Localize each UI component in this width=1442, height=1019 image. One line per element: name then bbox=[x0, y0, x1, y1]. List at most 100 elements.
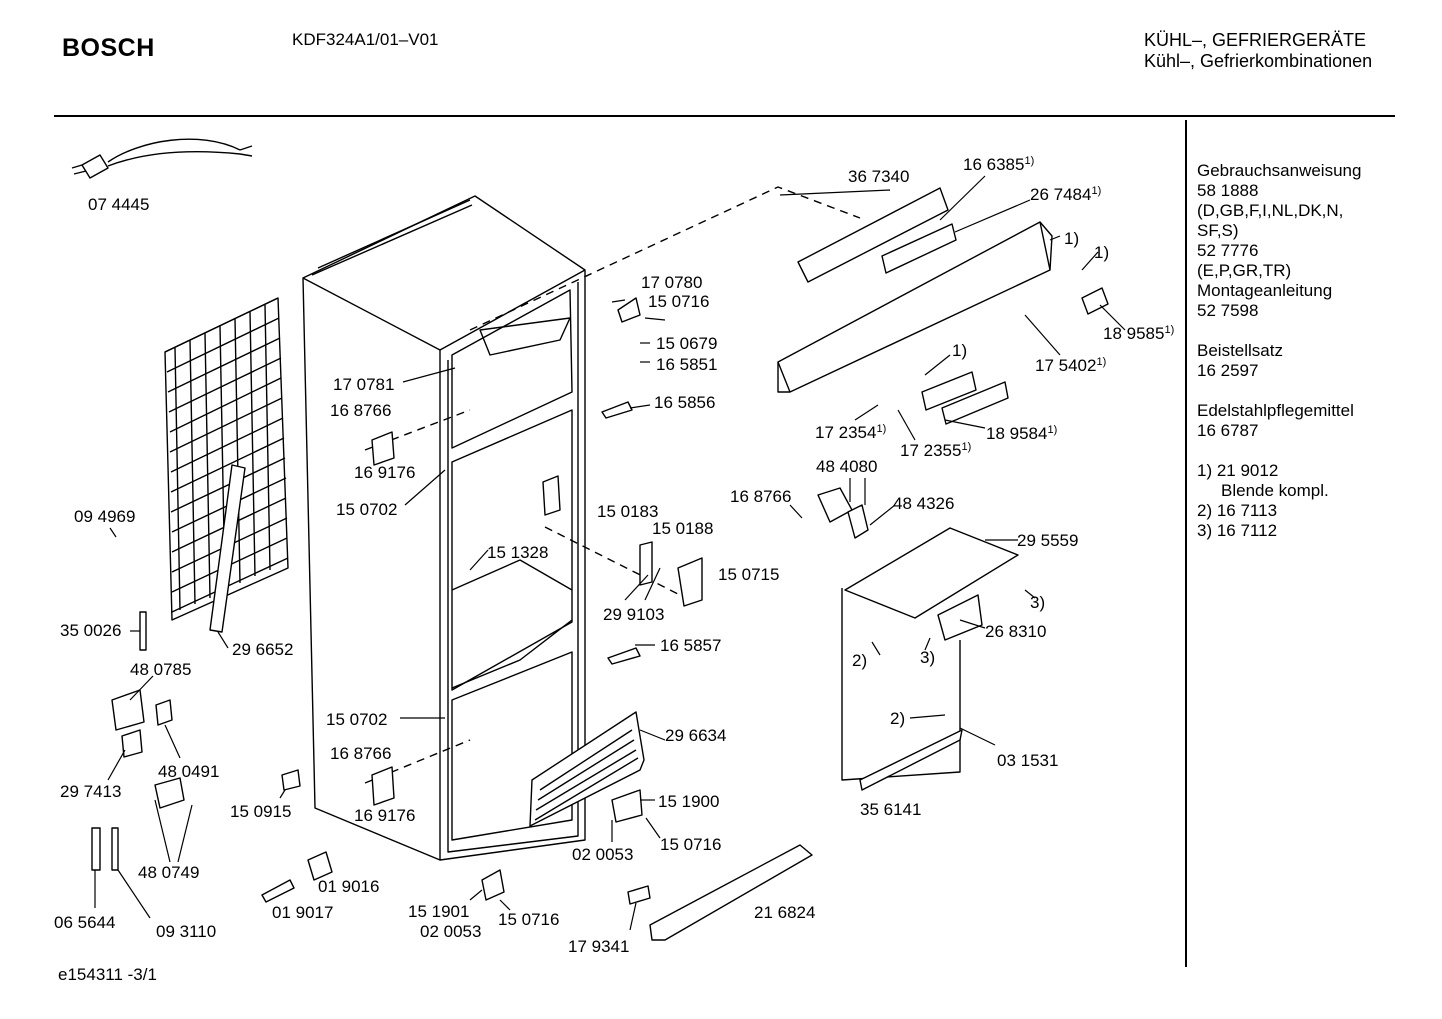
accessory-line: (E,P,GR,TR) bbox=[1197, 261, 1292, 280]
power-cord-drawing bbox=[71, 138, 253, 179]
part-number-label: 15 0716 bbox=[498, 910, 559, 929]
part-number-label: 15 0183 bbox=[597, 502, 658, 521]
filter-drawing bbox=[371, 431, 395, 466]
accessory-line: 16 2597 bbox=[1197, 361, 1259, 380]
model-number: KDF324A1/01–V01 bbox=[292, 30, 439, 49]
part-number-label: 17 54021) bbox=[1035, 356, 1106, 375]
footnote-marker: 1) bbox=[961, 441, 971, 453]
part-number-label: 36 7340 bbox=[848, 167, 909, 186]
part-number-label: 1) bbox=[1064, 229, 1079, 248]
hinge-bracket-lower-drawing bbox=[607, 647, 641, 665]
part-number-label: 48 0785 bbox=[130, 660, 191, 679]
accessory-line: SF,S) bbox=[1197, 221, 1239, 240]
part-number-label: 29 5559 bbox=[1017, 531, 1078, 550]
drawing-code: e154311 -3/1 bbox=[58, 965, 157, 984]
part-number-label: 09 4969 bbox=[74, 507, 135, 526]
condenser-coil-drawing bbox=[164, 297, 289, 621]
part-number-label: 17 9341 bbox=[568, 937, 629, 956]
fan-housing-drawing bbox=[841, 527, 1019, 791]
part-number-label: 26 8310 bbox=[985, 622, 1046, 641]
part-number-label: 2) bbox=[852, 651, 867, 670]
hinge-bracket-drawing bbox=[601, 401, 633, 419]
accessory-line: Beistellsatz bbox=[1197, 341, 1283, 360]
part-number-label: 18 95851) bbox=[1103, 324, 1174, 343]
part-number-label: 15 0716 bbox=[660, 835, 721, 854]
bracket-part-drawing bbox=[639, 541, 653, 586]
accessory-line: (D,GB,F,I,NL,DK,N, bbox=[1197, 201, 1344, 220]
part-number-label: 15 0702 bbox=[336, 500, 397, 519]
part-number-label: 18 95841) bbox=[986, 424, 1057, 443]
hinge-lower-drawing bbox=[481, 869, 505, 901]
part-number-label: 01 9016 bbox=[318, 877, 379, 896]
footnote-marker: 1) bbox=[1164, 324, 1174, 336]
accessory-line: 52 7598 bbox=[1197, 301, 1259, 320]
part-number-label: 29 6652 bbox=[232, 640, 293, 659]
part-number-label: 29 9103 bbox=[603, 605, 664, 624]
sensor-probe-drawing bbox=[139, 611, 147, 651]
display-board-drawing bbox=[881, 223, 957, 274]
part-number-label: 16 5851 bbox=[656, 355, 717, 374]
part-number-label: 07 4445 bbox=[88, 195, 149, 214]
hinge-part-drawing bbox=[617, 297, 641, 323]
accessory-line: 52 7776 bbox=[1197, 241, 1259, 260]
part-number-label: 3) bbox=[1030, 593, 1045, 612]
capacitor-drawing bbox=[154, 777, 185, 809]
door-clip-drawing bbox=[627, 885, 651, 905]
part-number-label: 15 0716 bbox=[648, 292, 709, 311]
part-number-label: 15 0188 bbox=[652, 519, 713, 538]
pin-drawing bbox=[261, 879, 295, 903]
part-number-label: 16 8766 bbox=[730, 487, 791, 506]
accessory-line: Edelstahlpflegemittel bbox=[1197, 401, 1354, 420]
part-number-label: 01 9017 bbox=[272, 903, 333, 922]
sensor-cable-drawing bbox=[91, 827, 119, 871]
switch-plate-drawing bbox=[921, 371, 977, 411]
part-number-label: 35 6141 bbox=[860, 800, 921, 819]
part-number-label: 02 0053 bbox=[420, 922, 481, 941]
hinge-mid-drawing bbox=[611, 789, 643, 823]
cover-strip-drawing bbox=[941, 381, 1009, 425]
part-number-label: 03 1531 bbox=[997, 751, 1058, 770]
part-number-label: 17 23541) bbox=[815, 423, 886, 442]
part-number-label: 16 5857 bbox=[660, 636, 721, 655]
part-number-label: 29 6634 bbox=[665, 726, 726, 745]
footnote-marker: 1) bbox=[1096, 356, 1106, 368]
part-number-label: 16 8766 bbox=[330, 401, 391, 420]
part-number-label: 48 4326 bbox=[893, 494, 954, 513]
relay-drawing bbox=[111, 689, 145, 731]
part-number-label: 3) bbox=[920, 648, 935, 667]
part-number-label: 15 1328 bbox=[487, 543, 548, 562]
leader-lines bbox=[94, 175, 1126, 931]
part-number-label: 21 6824 bbox=[754, 903, 815, 922]
part-number-label: 29 7413 bbox=[60, 782, 121, 801]
part-number-label: 16 8766 bbox=[330, 744, 391, 763]
accessory-line: Montageanleitung bbox=[1197, 281, 1333, 300]
part-number-label: 17 23551) bbox=[900, 441, 971, 460]
footnote-line: 1) 21 9012 bbox=[1197, 461, 1279, 480]
accessory-line: 16 6787 bbox=[1197, 421, 1259, 440]
cable-clip-drawing bbox=[677, 557, 703, 607]
footnote-marker: 1) bbox=[876, 423, 886, 435]
part-number-label: 15 0915 bbox=[230, 802, 291, 821]
accessory-list: Gebrauchsanweisung 58 1888 (D,GB,F,I,NL,… bbox=[1197, 161, 1361, 541]
part-number-label: 26 74841) bbox=[1030, 185, 1101, 204]
part-number-label: 16 63851) bbox=[963, 155, 1034, 174]
part-number-label: 06 5644 bbox=[54, 913, 115, 932]
control-panel-drawing bbox=[797, 187, 949, 283]
part-number-label: 1) bbox=[1094, 243, 1109, 262]
category-title: KÜHL–, GEFRIERGERÄTE bbox=[1144, 30, 1367, 50]
part-number-label: 15 0715 bbox=[718, 565, 779, 584]
footnote-marker: 1) bbox=[1047, 424, 1057, 436]
part-number-label: 2) bbox=[890, 709, 905, 728]
part-number-label: 15 1901 bbox=[408, 902, 469, 921]
footnote-marker: 1) bbox=[1091, 185, 1101, 197]
part-number-label: 15 0702 bbox=[326, 710, 387, 729]
part-number-label: 35 0026 bbox=[60, 621, 121, 640]
part-number-label: 48 4080 bbox=[816, 457, 877, 476]
foot-part-drawing bbox=[281, 769, 301, 791]
part-number-label: 15 0679 bbox=[656, 334, 717, 353]
starter-drawing bbox=[121, 729, 143, 758]
footnote-line: 2) 16 7113 bbox=[1197, 501, 1278, 520]
part-number-label: 02 0053 bbox=[572, 845, 633, 864]
part-number-label: 09 3110 bbox=[156, 922, 216, 941]
